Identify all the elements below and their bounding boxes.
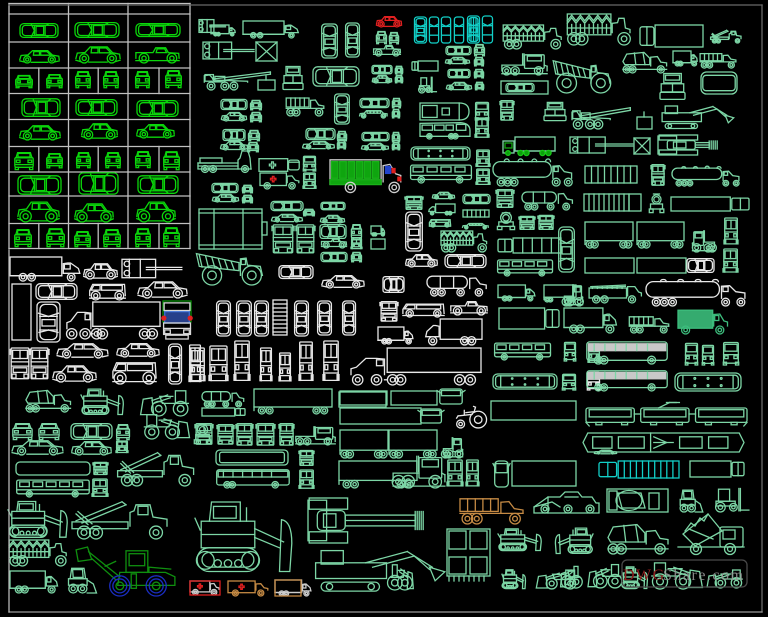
svg-text:Share.com: Share.com (663, 567, 744, 584)
svg-text:DWG: DWG (623, 567, 666, 584)
